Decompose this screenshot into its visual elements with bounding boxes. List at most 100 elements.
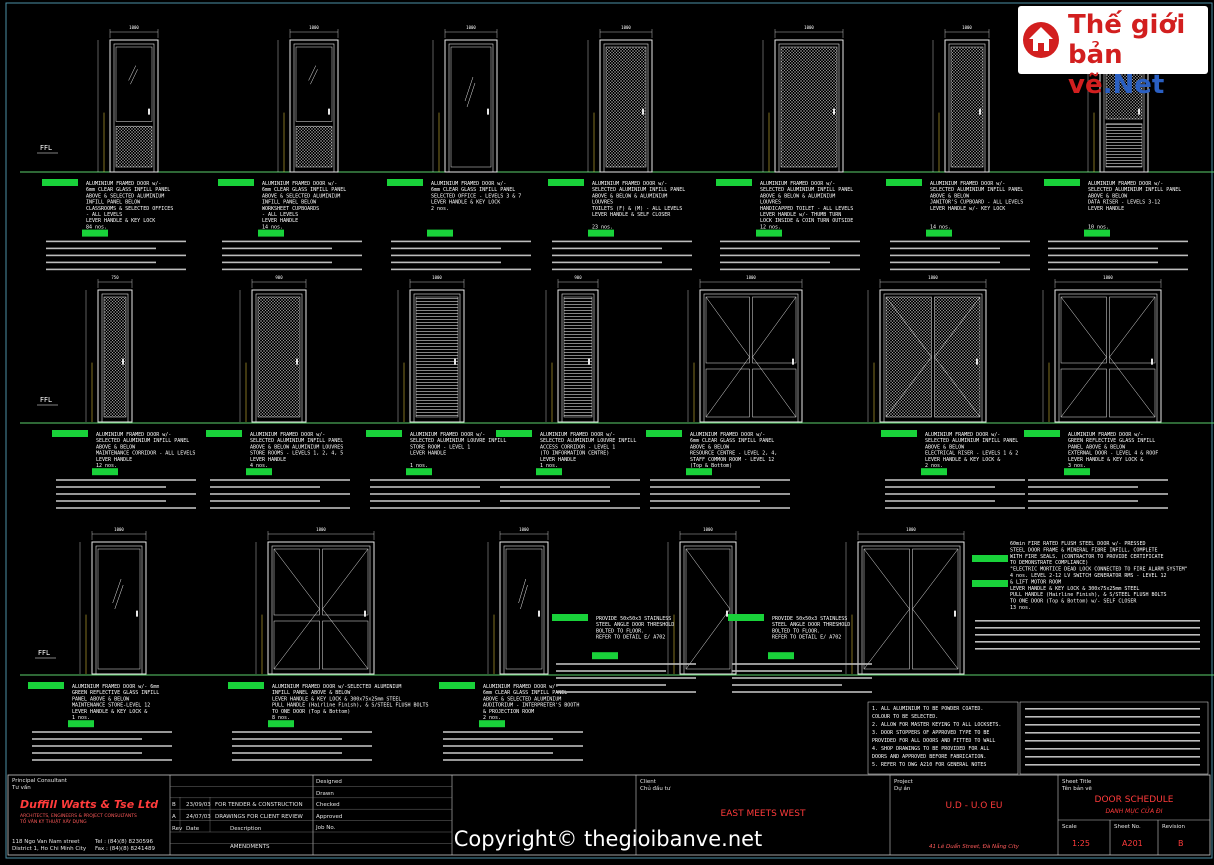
logo-line2-text: bản vẽ	[1068, 40, 1123, 100]
translation-text-line	[46, 268, 186, 271]
translation-text-line	[1025, 716, 1200, 718]
spec-line: ABOVE & BELOW	[1088, 193, 1128, 199]
door-handle	[296, 358, 298, 365]
general-note-line: 2. ALLOW FOR MASTER KEYING TO ALL LOCKSE…	[872, 722, 1001, 728]
spec-line: LEVER HANDLE & KEY LOCK	[431, 200, 500, 206]
door-row3-4	[667, 531, 737, 675]
sheet-title-label: Sheet Title	[1062, 779, 1092, 785]
translation-text-line	[975, 648, 1200, 650]
spec-line: - ALL LEVELS	[262, 212, 298, 218]
glass-panel	[97, 548, 141, 670]
translation-text-line	[443, 731, 583, 733]
glass-hatch	[464, 76, 474, 102]
designed-label: Designed	[316, 779, 342, 785]
spec-line: ALUMINIUM FRAMED DOOR w/-	[96, 432, 171, 438]
dimension-width-label: 900	[574, 275, 582, 280]
firm-fax: Fax : (84)(8) 8241489	[95, 846, 155, 852]
translation-text-line	[890, 240, 1030, 243]
spec-line: 6mm CLEAR GLASS INFILL PANEL	[690, 438, 774, 444]
general-note-line: 4. SHOP DRAWINGS TO BE PROVIDED FOR ALL	[872, 746, 989, 752]
firm-name: Duffill Watts & Tse Ltd	[20, 798, 158, 811]
door-handle	[588, 358, 590, 365]
spec-line: 8 nos.	[272, 715, 290, 721]
schedule-block-row1-5: ALUMINIUM FRAMED DOOR w/-SELECTED ALUMIN…	[720, 181, 860, 271]
code-tag	[548, 179, 584, 186]
translation-text-line	[885, 493, 1025, 495]
door-row2-4	[545, 279, 599, 423]
door-handle	[1138, 108, 1140, 115]
spec-line: 12 nos.	[96, 463, 117, 469]
spec-line: 14 nos.	[930, 224, 951, 230]
translation-text-line	[210, 493, 350, 495]
translation-text-line	[1028, 479, 1168, 481]
spec-line: LEVER HANDLE	[262, 218, 298, 224]
translation-text-line	[370, 493, 510, 495]
spec-line: ACCESS CORRIDOR - LEVEL 1	[540, 444, 615, 450]
firm-subtitle: ARCHITECTS, ENGINEERS & PROJECT CONSULTA…	[20, 813, 137, 819]
spec-line: SELECTED ALUMINIUM INFILL PANEL	[925, 438, 1018, 444]
infill-panel	[950, 46, 984, 168]
spec-line: MAINTENANCE CORRIDOR - ALL LEVELS	[96, 451, 195, 457]
spec-line: PROVIDE 50x50x3 STAINLESS	[772, 616, 847, 622]
door-frame	[91, 541, 147, 675]
rev-mark: A	[172, 814, 176, 820]
spec-line: ABOVE & BELOW	[930, 193, 970, 199]
spec-line: SELECTED ALUMINIUM LOUVRE INFILL	[540, 438, 636, 444]
code-tag	[28, 682, 64, 689]
translation-text-line	[370, 479, 510, 481]
firm-address-1: 118 Ngo Van Nam street	[12, 839, 80, 845]
swing-indicator	[273, 548, 320, 670]
translation-text-line	[210, 500, 320, 502]
spec-line: ELECTRICAL RISER - LEVELS 1 & 2	[925, 451, 1018, 457]
spec-line: PROVIDE 50x50x3 STAINLESS	[596, 616, 671, 622]
translation-text-line	[1028, 500, 1138, 502]
translation-text-line	[1025, 732, 1200, 734]
translation-text-line	[1028, 486, 1138, 488]
translation-text-line	[391, 268, 531, 271]
plain-panel	[912, 548, 959, 670]
code-tag	[536, 468, 562, 476]
translation-text-line	[650, 486, 760, 488]
fire-door-note-line: 4 nos. LEVEL 2-12 LV SWITCH GENERATOR RM…	[1010, 573, 1167, 579]
ffl-label: FFL	[40, 144, 52, 152]
dimension-width-label: 750	[111, 275, 119, 280]
spec-line: INFILL PANEL BELOW	[86, 200, 141, 206]
translation-text-line	[556, 663, 696, 665]
spec-line: 6mm CLEAR GLASS INFILL PANEL	[262, 187, 346, 193]
translation-text-line	[720, 254, 860, 257]
ffl-label: FFL	[38, 649, 50, 657]
door-row1-2	[277, 29, 339, 173]
door-row2-3	[397, 279, 465, 423]
rev-desc: DRAWINGS FOR CLIENT REVIEW	[215, 814, 303, 820]
translation-text-line	[1028, 507, 1168, 509]
spec-line: LEVER HANDLE	[250, 457, 286, 463]
code-tag	[246, 468, 272, 476]
spec-line: DATA RISER - LEVELS 3-12	[1088, 200, 1160, 206]
translation-text-line	[885, 507, 1025, 509]
code-tag	[886, 179, 922, 186]
sheet-no-value: A201	[1122, 839, 1143, 848]
general-note-line: PROVIDED FOR ALL DOORS AND FITTED TO WAL…	[872, 738, 995, 744]
client-name: EAST MEETS WEST	[721, 809, 806, 819]
spec-line: BOLTED TO FLOOR.	[772, 628, 820, 634]
amendments-label: AMENDMENTS	[230, 844, 270, 850]
firm-address-2: District 1, Ho Chi Minh City	[12, 846, 87, 852]
approved-label: Approved	[316, 814, 342, 820]
door-leaf	[561, 293, 595, 423]
door-leaf	[703, 293, 799, 423]
translation-text-line	[890, 268, 1030, 271]
rev-date: 24/07/03	[186, 814, 211, 820]
translation-text-line	[222, 247, 332, 250]
spec-line: (Top & Bottom)	[690, 463, 732, 469]
date-col-header: Date	[186, 826, 200, 832]
translation-text-line	[32, 759, 172, 761]
spec-line: INFILL PANEL BELOW	[262, 200, 317, 206]
logo-line2: bản vẽ.Net	[1068, 40, 1208, 100]
translation-text-line	[650, 507, 790, 509]
spec-line: SELECTED ALUMINIUM INFILL PANEL	[760, 187, 853, 193]
glass-hatch	[520, 584, 528, 610]
spec-line: LOUVRES	[592, 200, 613, 206]
dimension-width-label: 1800	[746, 275, 756, 280]
spec-line: (TO INFORMATION CENTRE)	[540, 451, 609, 457]
spec-line: REFER TO DETAIL E/ A702	[772, 635, 841, 641]
